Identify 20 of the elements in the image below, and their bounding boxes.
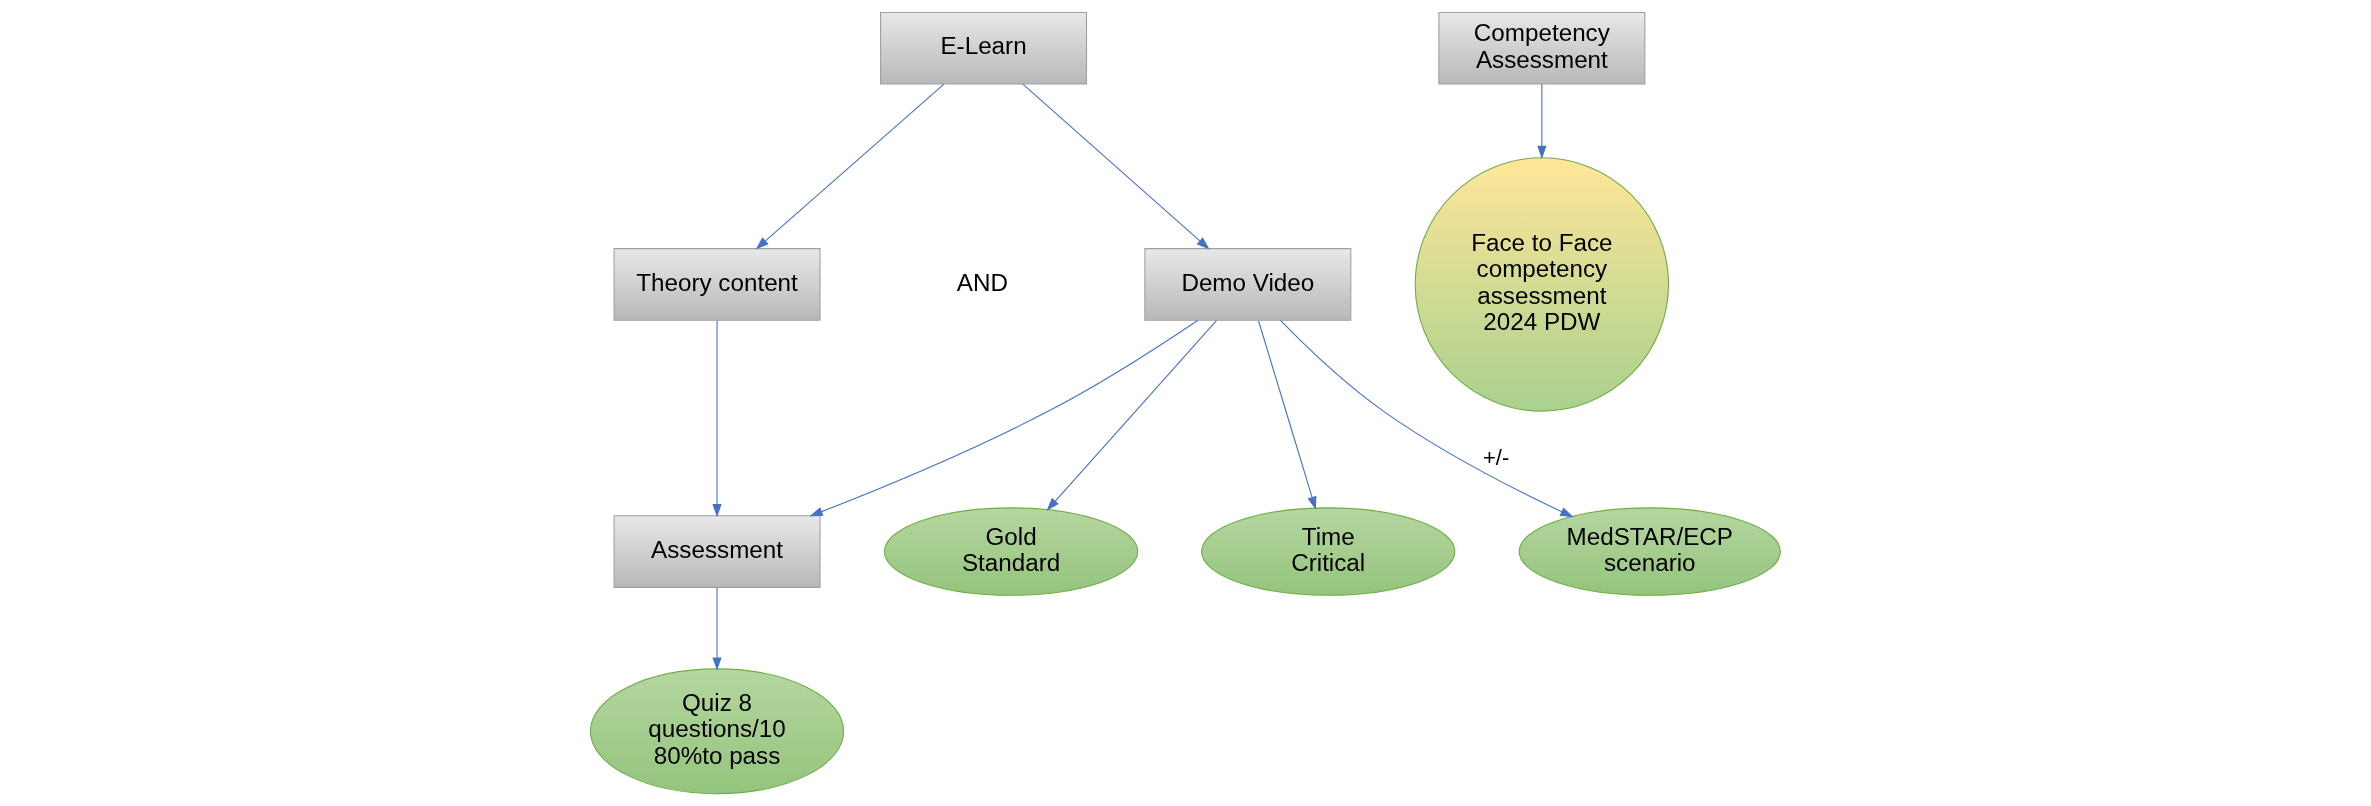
arrow xyxy=(712,320,722,518)
node-ellipse: Time Critical xyxy=(1201,507,1456,596)
node-circle: Face to Face competency assessment 2024 PDW xyxy=(1414,157,1670,412)
label: AND xyxy=(956,268,1009,296)
edge-label: +/- xyxy=(1483,445,1510,471)
arrow xyxy=(1257,320,1317,510)
node-box: Competency Assessment xyxy=(1438,11,1646,85)
arrow xyxy=(712,587,722,671)
arrow xyxy=(1046,320,1217,511)
arrow xyxy=(755,83,945,250)
node-box: Demo Video xyxy=(1144,248,1352,321)
arrow xyxy=(1537,83,1547,160)
arrow xyxy=(1022,83,1210,250)
arrow xyxy=(809,319,1199,517)
node-box: E-Learn xyxy=(880,11,1088,85)
node-box: Assessment xyxy=(613,515,821,588)
arrow xyxy=(1279,319,1574,518)
node-box: Theory content xyxy=(613,248,821,321)
node-ellipse: Gold Standard xyxy=(883,507,1139,596)
node-ellipse: Quiz 8 questions/10 80%to pass xyxy=(589,668,845,795)
